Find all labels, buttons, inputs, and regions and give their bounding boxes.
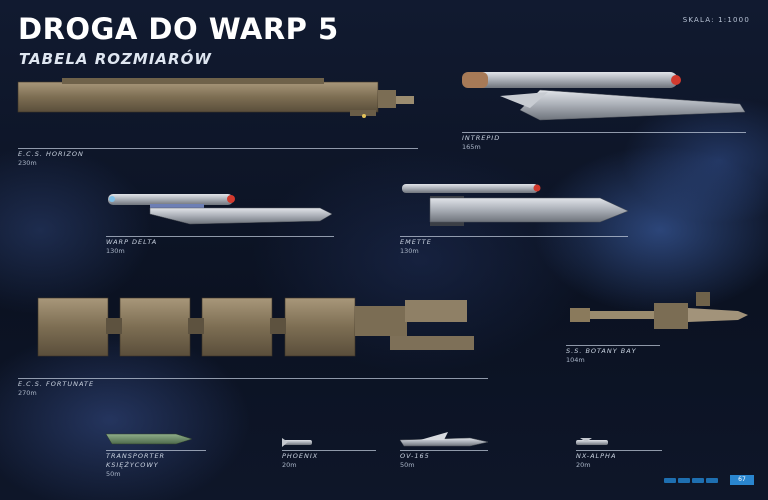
ship-length: 20m bbox=[282, 461, 297, 469]
ship-nx-alpha bbox=[576, 438, 608, 445]
page-subtitle: TABELA ROZMIARÓW bbox=[19, 50, 212, 68]
ship-length: 270m bbox=[18, 389, 37, 397]
label-ov-165: OV-165 50m bbox=[400, 450, 488, 470]
ship-transporter bbox=[105, 433, 193, 445]
ship-horizon bbox=[17, 78, 414, 118]
ship-intrepid bbox=[462, 72, 746, 121]
label-fortunate: E.C.S. FORTUNATE 270m bbox=[18, 378, 488, 398]
label-botany-bay: S.S. BOTANY BAY 104m bbox=[566, 345, 660, 365]
ship-ov-165 bbox=[399, 432, 489, 447]
page-indicator-bar bbox=[706, 478, 718, 483]
ship-length: 104m bbox=[566, 356, 585, 364]
ship-name: WARP DELTA bbox=[106, 238, 158, 246]
label-horizon: E.C.S. HORIZON 230m bbox=[18, 148, 418, 168]
page-number: 67 bbox=[730, 475, 754, 485]
ship-name: E.C.S. HORIZON bbox=[18, 150, 84, 158]
ship-name: OV-165 bbox=[400, 452, 430, 460]
ship-length: 20m bbox=[576, 461, 591, 469]
label-emette: EMETTE 130m bbox=[400, 236, 628, 256]
ship-name: E.C.S. FORTUNATE bbox=[18, 380, 95, 388]
ship-name: EMETTE bbox=[400, 238, 432, 246]
ship-fortunate bbox=[37, 297, 474, 357]
ship-name: PHOENIX bbox=[282, 452, 319, 460]
ship-name: NX-ALPHA bbox=[576, 452, 617, 460]
label-phoenix: PHOENIX 20m bbox=[282, 450, 376, 470]
page-title: DROGA DO WARP 5 bbox=[18, 12, 339, 46]
ship-length: 165m bbox=[462, 143, 481, 151]
ship-botany-bay bbox=[570, 292, 748, 329]
ship-length: 230m bbox=[18, 159, 37, 167]
ship-length: 50m bbox=[106, 470, 121, 478]
ship-emette bbox=[402, 184, 629, 226]
page-indicator-bar bbox=[678, 478, 690, 483]
ship-name: TRANSPORTER KSIĘŻYCOWY bbox=[106, 452, 166, 469]
ship-warp-delta bbox=[108, 194, 333, 225]
ship-name: INTREPID bbox=[462, 134, 501, 142]
ship-length: 130m bbox=[400, 247, 419, 255]
ship-length: 50m bbox=[400, 461, 415, 469]
label-intrepid: INTREPID 165m bbox=[462, 132, 746, 152]
page-indicator-bar bbox=[664, 478, 676, 483]
ship-name: S.S. BOTANY BAY bbox=[566, 347, 637, 355]
label-nx-alpha: NX-ALPHA 20m bbox=[576, 450, 662, 470]
label-warp-delta: WARP DELTA 130m bbox=[106, 236, 334, 256]
label-transporter: TRANSPORTER KSIĘŻYCOWY 50m bbox=[106, 450, 206, 479]
page-indicator-bar bbox=[692, 478, 704, 483]
scale-label: SKALA: 1:1000 bbox=[682, 16, 750, 24]
ship-phoenix bbox=[282, 438, 312, 447]
ship-length: 130m bbox=[106, 247, 125, 255]
